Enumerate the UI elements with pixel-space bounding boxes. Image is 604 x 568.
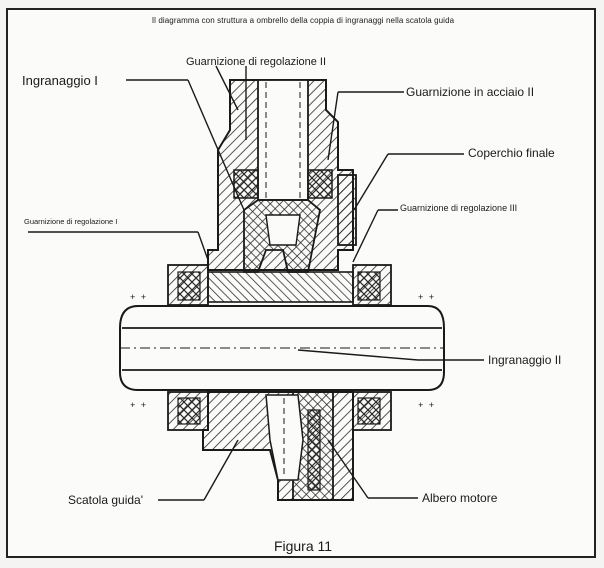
label-scatola-guida: Scatola guida' [68, 493, 144, 507]
label-guarnizione-regolazione-2: Guarnizione di regolazione II [186, 56, 327, 68]
label-ingranaggio-2: Ingranaggio II [488, 353, 562, 367]
label-guarnizione-regolazione-1: Guarnizione di regolazione I [24, 217, 118, 226]
svg-text:+ +: + + [418, 401, 434, 411]
svg-text:+ +: + + [130, 293, 146, 303]
svg-text:+ +: + + [418, 293, 434, 303]
diagram-frame: + + + + + + + + [6, 8, 596, 558]
side-flanges [167, 264, 392, 431]
label-ingranaggio-1: Ingranaggio I [22, 73, 98, 88]
upper-housing [207, 79, 357, 273]
label-guarnizione-regolazione-3: Guarnizione di regolazione III [400, 203, 518, 213]
label-albero-motore: Albero motore [422, 491, 498, 505]
label-guarnizione-acciaio-2: Guarnizione in acciaio II [406, 85, 535, 99]
label-coperchio-finale: Coperchio finale [468, 146, 555, 160]
gear-assembly-drawing: + + + + + + + + [28, 65, 484, 501]
svg-text:+ +: + + [130, 401, 146, 411]
leader-lines [28, 65, 484, 501]
diagram-title: Il diagramma con struttura a ombrello de… [151, 16, 455, 25]
horizontal-shaft: + + + + + + + + [119, 293, 445, 411]
lower-housing [202, 391, 354, 501]
figure-caption: Figura 11 [273, 538, 333, 554]
